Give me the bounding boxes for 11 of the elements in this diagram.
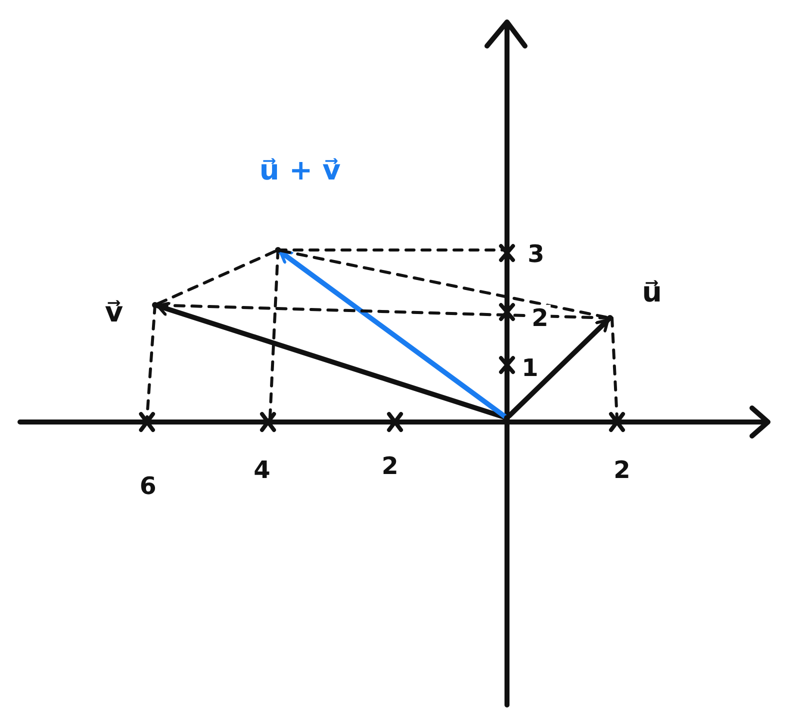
dashed-line	[156, 250, 277, 306]
vector-point	[275, 247, 281, 253]
dashed-line	[279, 249, 609, 319]
vector-point	[607, 315, 613, 321]
vector-label: u⃗ + v⃗	[259, 154, 341, 186]
vector-label: u⃗	[642, 276, 662, 308]
vector-arrow	[506, 318, 610, 418]
vector-label: v⃗	[104, 296, 124, 328]
vector-arrow	[278, 249, 508, 419]
vector-arrow	[155, 302, 507, 420]
vector-point	[152, 302, 158, 308]
